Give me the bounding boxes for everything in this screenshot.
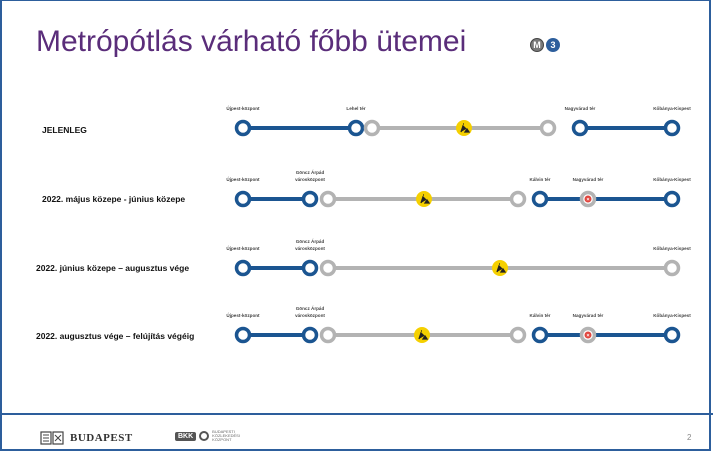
phase-label-august-end: 2022. augusztus vége – felújítás végéig — [36, 331, 195, 341]
bkk-full-name: BUDAPESTI KÖZLEKEDÉSI KÖZPONT — [212, 429, 240, 442]
station-marker — [347, 119, 365, 137]
bkk-logo: BKK BUDAPESTI KÖZLEKEDÉSI KÖZPONT — [175, 430, 252, 442]
station-marker — [301, 190, 319, 208]
station-marker — [663, 259, 681, 277]
budapest-logo-text: BUDAPEST — [70, 432, 133, 444]
phase-label-june-august: 2022. június közepe – augusztus vége — [36, 263, 190, 273]
station-name: Nagyvárad tér — [565, 106, 596, 111]
budapest-crest-icon — [40, 431, 64, 445]
station-marker — [301, 259, 319, 277]
station-marker — [509, 190, 527, 208]
closed-station-icon — [584, 331, 592, 339]
station-name: városközpont — [295, 177, 325, 182]
metro-line-badges: M 3 — [530, 38, 560, 52]
bkk-ring-icon — [199, 431, 210, 441]
phase-label-current: JELENLEG — [42, 125, 87, 135]
station-name: Göncz Árpád — [296, 169, 325, 175]
budapest-logo: BUDAPEST — [40, 431, 133, 445]
closed-station-x: × — [586, 333, 589, 339]
footer-divider — [2, 413, 713, 415]
station-marker — [301, 326, 319, 344]
station-marker — [663, 119, 681, 137]
closed-station-x: × — [586, 197, 589, 203]
phase-label-may-june: 2022. május közepe - június közepe — [42, 194, 186, 204]
slide-title: Metrópótlás várható főbb ütemei — [36, 25, 467, 58]
station-name: Újpest-központ — [226, 176, 260, 182]
station-closed-marker — [319, 259, 337, 277]
station-name: Lehel tér — [346, 106, 365, 111]
station-marker — [234, 326, 252, 344]
station-name: Göncz Árpád — [296, 238, 325, 244]
bkk-abbr: BKK — [175, 431, 197, 441]
worker-figure — [496, 263, 507, 273]
page-number: 2 — [687, 433, 692, 442]
station-name: Kálvin tér — [530, 313, 551, 318]
station-name: Kőbánya-Kispest — [653, 246, 691, 251]
station-name: Újpest-központ — [226, 312, 260, 318]
station-closed-marker — [319, 326, 337, 344]
station-name: Újpest-központ — [226, 245, 260, 251]
station-marker — [531, 326, 549, 344]
station-name: Újpest-központ — [226, 105, 260, 111]
worker-figure — [418, 330, 429, 340]
station-marker — [531, 190, 549, 208]
station-marker — [539, 119, 557, 137]
station-marker — [234, 190, 252, 208]
station-name: Kőbánya-Kispest — [653, 313, 691, 318]
station-marker — [509, 326, 527, 344]
station-name: városközpont — [295, 313, 325, 318]
station-name: városközpont — [295, 246, 325, 251]
station-name: Nagyvárad tér — [573, 313, 604, 318]
station-marker — [234, 119, 252, 137]
station-name: Nagyvárad tér — [573, 177, 604, 182]
station-marker — [571, 119, 589, 137]
closed-station-icon — [584, 195, 592, 203]
line-3-icon: 3 — [546, 38, 560, 52]
station-closed-marker — [319, 190, 337, 208]
worker-figure — [420, 194, 431, 204]
station-name: Göncz Árpád — [296, 305, 325, 311]
metro-icon: M — [530, 38, 544, 52]
station-marker — [663, 326, 681, 344]
station-marker — [663, 190, 681, 208]
station-marker — [363, 119, 381, 137]
station-name: Kőbánya-Kispest — [653, 106, 691, 111]
station-name: Kőbánya-Kispest — [653, 177, 691, 182]
station-marker — [234, 259, 252, 277]
station-name: Kálvin tér — [530, 177, 551, 182]
worker-figure — [460, 123, 471, 133]
